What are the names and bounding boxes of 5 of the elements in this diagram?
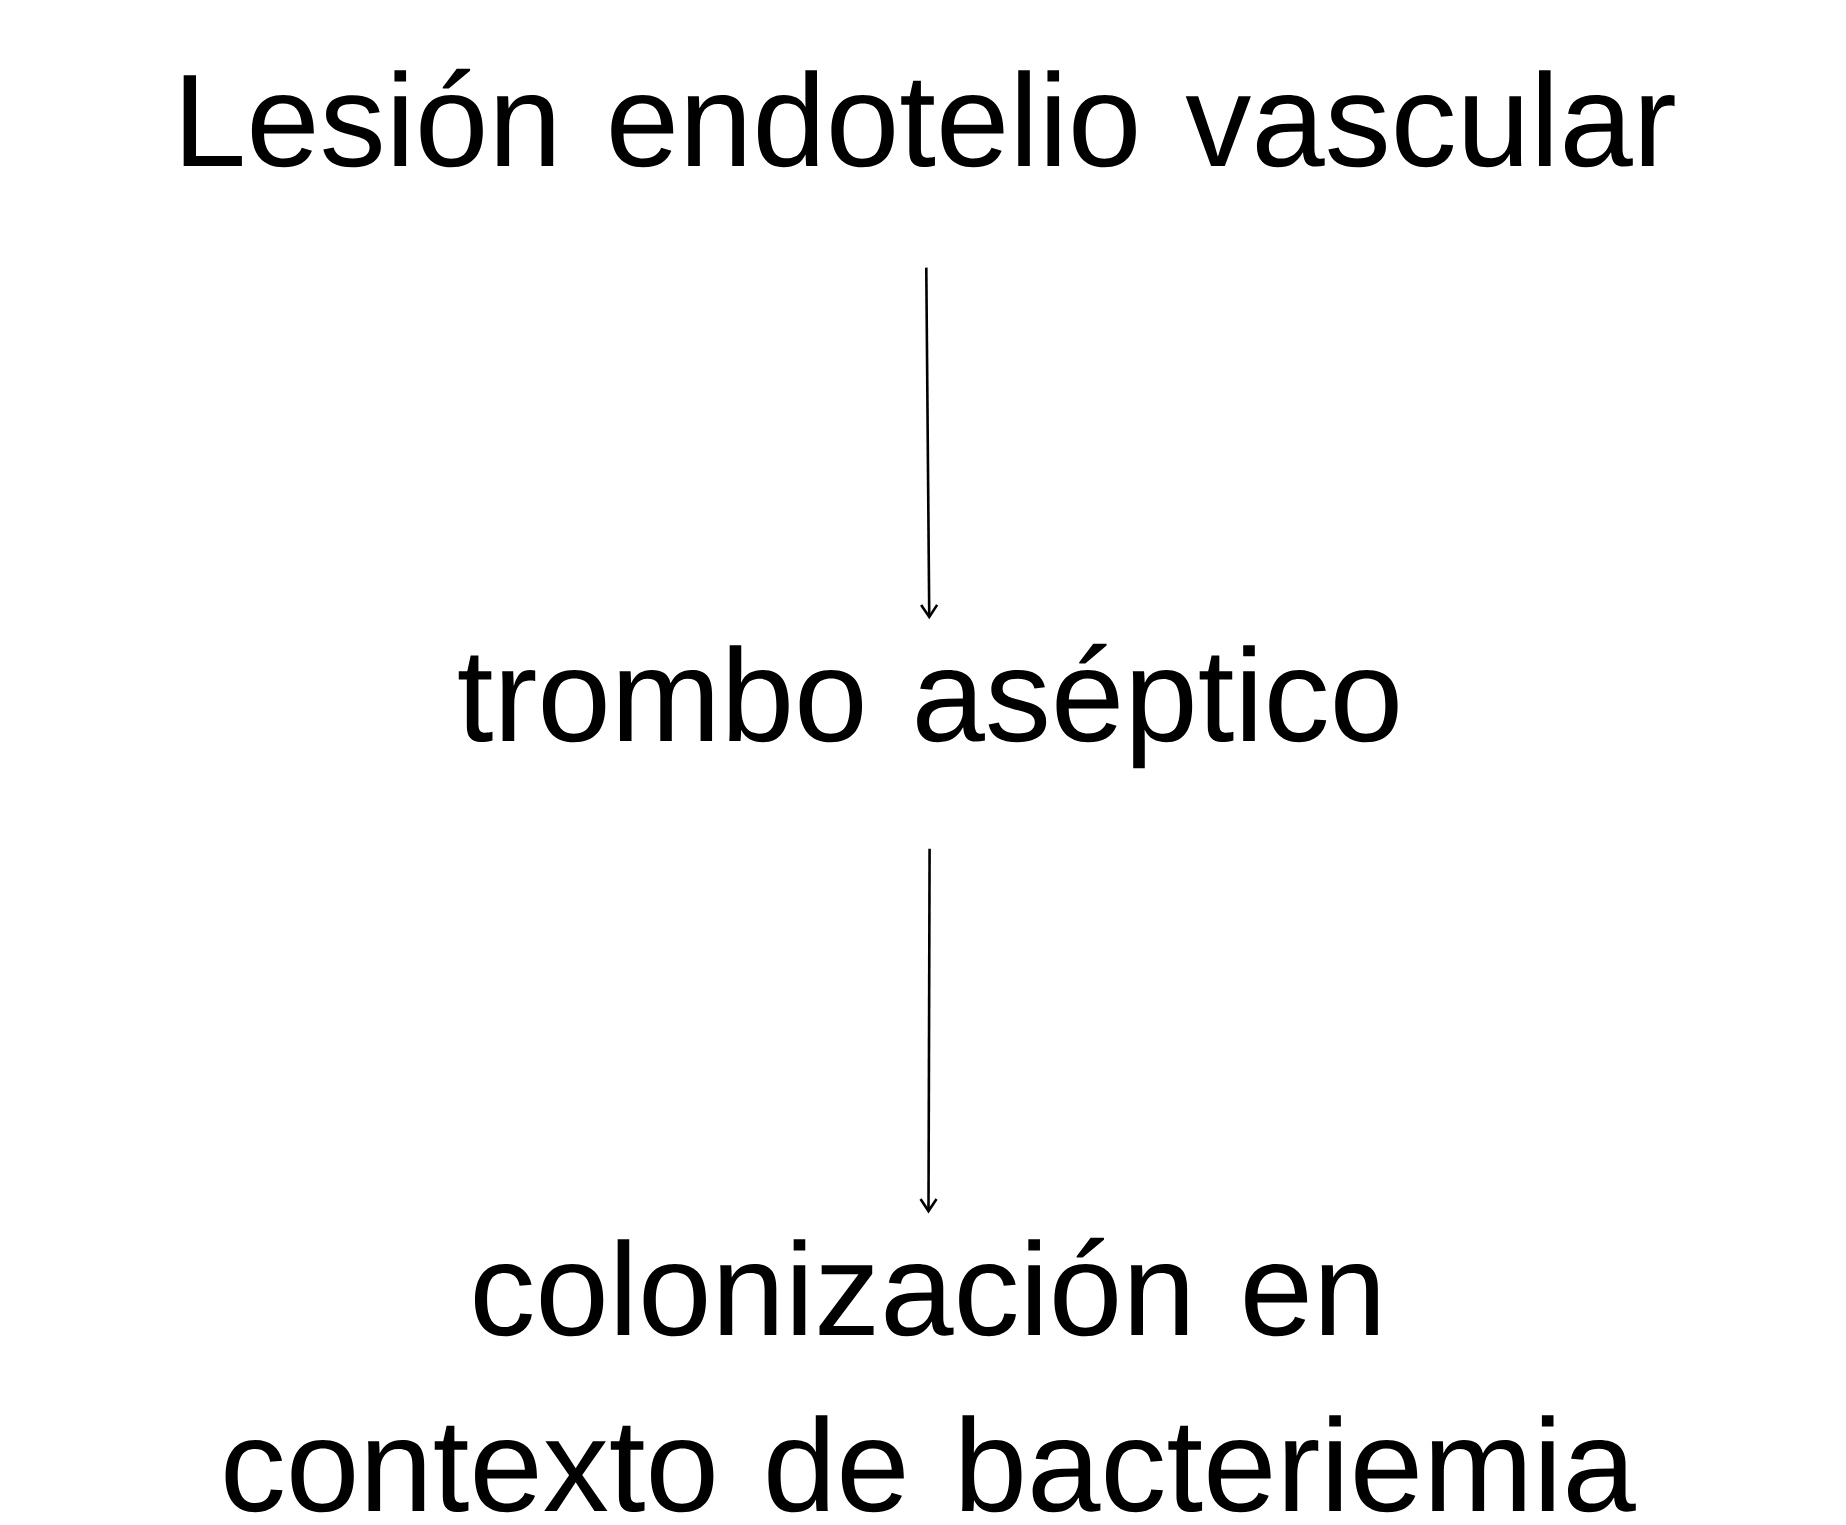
flow-text: colonización en contexto de bacteriemia bbox=[225, 1237, 1636, 1513]
arrow bbox=[920, 267, 939, 620]
arrow bbox=[919, 848, 938, 1214]
flow-text: trombo aséptico bbox=[458, 643, 1398, 769]
flow-text: Lesión endotelio vascular bbox=[183, 68, 1675, 168]
